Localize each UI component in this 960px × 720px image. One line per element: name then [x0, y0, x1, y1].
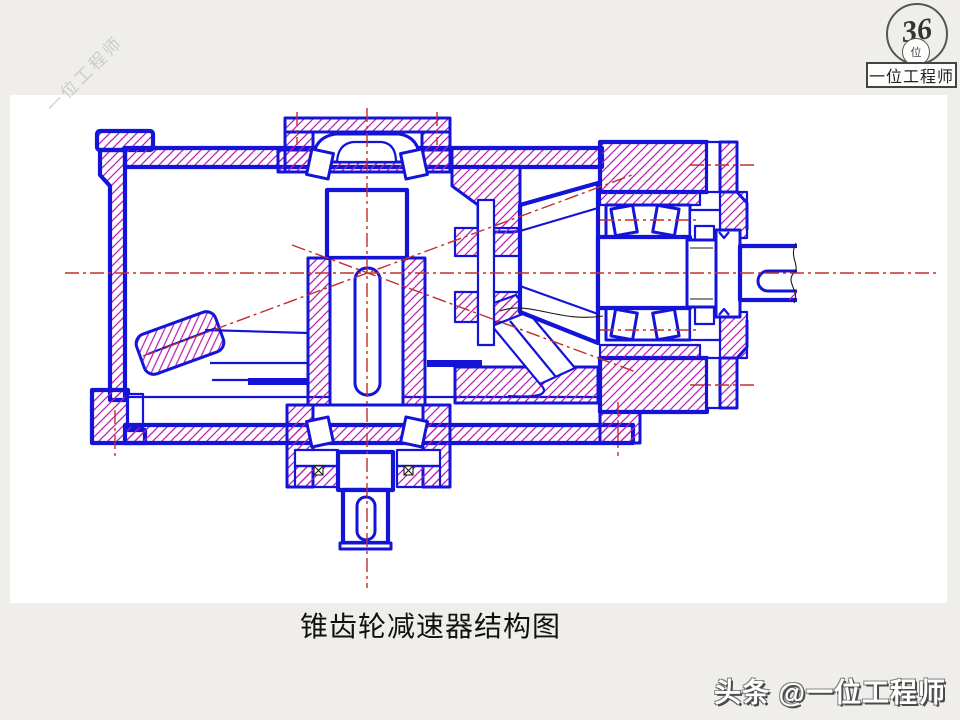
- bearing-roller: [305, 147, 335, 181]
- bearing-roller: [651, 307, 681, 342]
- bearing-roller: [609, 307, 639, 342]
- break-line: [790, 242, 797, 304]
- pitch-cone-line: [291, 244, 637, 373]
- vertical-shaft: [287, 187, 450, 407]
- top-bearing-boss: [276, 116, 454, 181]
- pitch-cone-line: [142, 174, 633, 357]
- gear-web: [204, 328, 309, 382]
- bearing-roller: [399, 147, 429, 181]
- logo-seal: 位: [902, 38, 930, 66]
- bearing-roller: [305, 415, 335, 449]
- right-bearing-housing: [597, 139, 749, 445]
- keyway-slot: [355, 495, 377, 542]
- bearing-roller: [399, 415, 429, 449]
- centerlines: [65, 108, 940, 588]
- logo-brand-box: 一位工程师: [866, 62, 957, 88]
- keyway-slot: [756, 269, 797, 293]
- break-line: [499, 307, 604, 318]
- bolt-axis: [114, 402, 619, 456]
- gear-rim: [134, 310, 226, 376]
- bearing-roller: [651, 203, 681, 238]
- author-credit: 头条 @一位工程师: [714, 678, 946, 708]
- bearing-roller: [609, 203, 639, 238]
- lower-bearing-boss: [285, 403, 452, 551]
- seal-ring: [313, 465, 414, 476]
- drawing-caption: 锥齿轮减速器结构图: [300, 612, 562, 643]
